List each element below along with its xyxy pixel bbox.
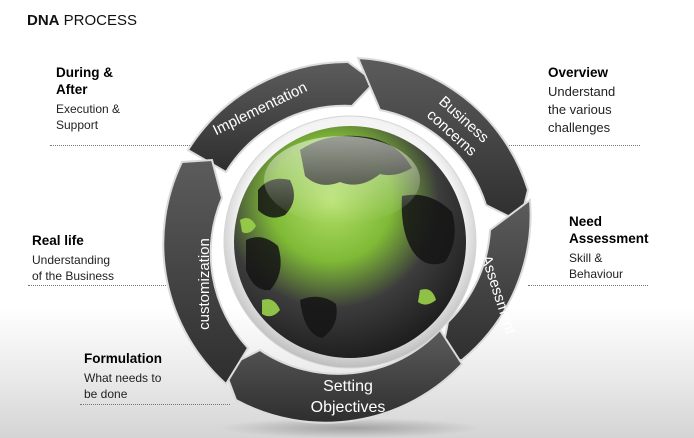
globe-highlight (264, 136, 420, 224)
segment-label-setting-line2: Objectives (311, 399, 386, 416)
globe-islands (240, 218, 436, 317)
segment-assessment (438, 198, 532, 364)
divider-overview (468, 145, 640, 146)
segment-setting-objectives (222, 328, 464, 424)
divider-need-assessment (528, 285, 648, 286)
segment-label-setting-objectives: Setting Objectives (311, 378, 386, 416)
divider-during-after (50, 145, 230, 146)
note-overview-head: Overview (548, 65, 609, 80)
segment-business-concerns (356, 56, 530, 224)
page-title: DNA PROCESS (27, 12, 138, 29)
divider-formulation (80, 404, 230, 405)
segment-label-setting-line1: Setting (323, 378, 373, 395)
segment-label-customization: customization (196, 238, 213, 330)
note-formulation-head: Formulation (84, 351, 162, 366)
segment-customization (162, 158, 250, 386)
cycle-segments (162, 56, 532, 424)
note-need-assessment-desc: Skill &Behaviour (569, 251, 624, 281)
note-during-after-desc: Execution &Support (56, 102, 121, 132)
note-during-after-head: During &After (56, 65, 113, 97)
floor-shadow (220, 418, 480, 438)
note-real-life-head: Real life (32, 233, 84, 248)
globe (234, 126, 466, 358)
note-during-after: During &After Execution &Support (56, 64, 120, 133)
divider-real-life (28, 285, 196, 286)
